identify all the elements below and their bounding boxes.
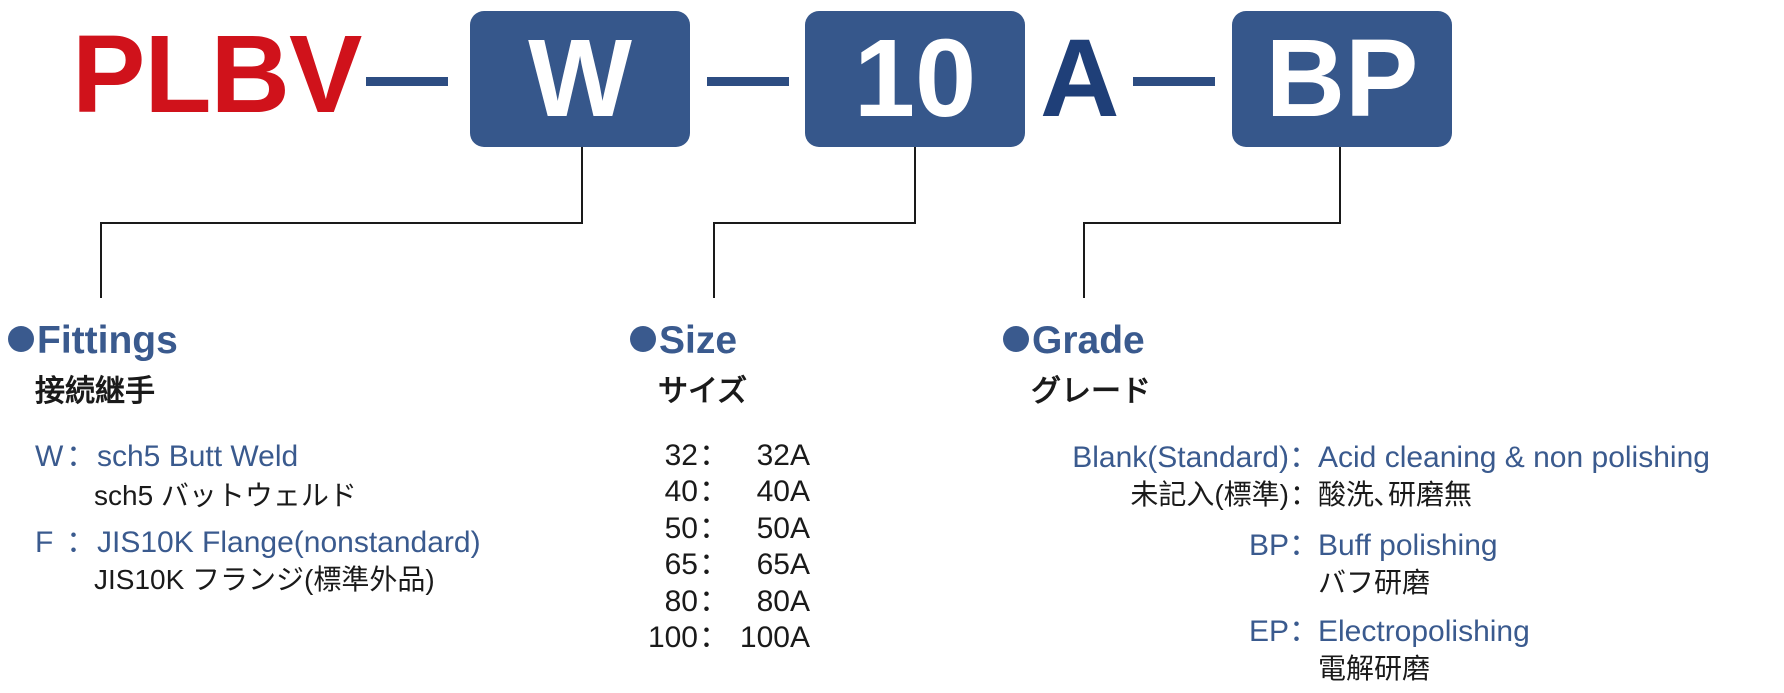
size-sep: ： bbox=[699, 475, 729, 508]
grade-title: Grade bbox=[1003, 318, 1145, 364]
code-separator-1 bbox=[366, 77, 448, 86]
size-sep: ： bbox=[699, 621, 729, 654]
grade-option-sep: ： bbox=[1289, 479, 1318, 510]
size-row: 40： 40A bbox=[630, 474, 810, 510]
grade-connector-lead bbox=[1083, 222, 1085, 298]
grade-option-en: Buff polishing bbox=[1318, 529, 1498, 562]
grade-option-en: Electropolishing bbox=[1318, 615, 1530, 648]
size-connector-lead bbox=[713, 222, 715, 298]
grade-option-ja: 電解研磨 bbox=[1318, 653, 1431, 684]
fittings-option-sep: ： bbox=[66, 440, 96, 473]
size-value: 50A bbox=[756, 512, 810, 545]
size-title: Size bbox=[630, 318, 737, 364]
size-value: 40A bbox=[756, 475, 810, 508]
fittings-title: Fittings bbox=[8, 318, 178, 364]
size-code-box: 10 bbox=[805, 11, 1025, 147]
bullet-icon bbox=[630, 326, 656, 352]
size-connector-horizontal bbox=[713, 222, 916, 224]
size-value: 80A bbox=[756, 585, 810, 618]
size-value: 100A bbox=[739, 621, 810, 654]
size-code: 80 bbox=[664, 585, 698, 618]
fittings-option-f-ja: JIS10K フランジ(標準外品) bbox=[94, 564, 435, 595]
size-code: 50 bbox=[664, 512, 698, 545]
size-row: 32： 32A bbox=[630, 438, 810, 474]
fittings-option-en: sch5 Butt Weld bbox=[97, 440, 299, 473]
grade-option-sep: ： bbox=[1289, 441, 1319, 474]
grade-title-ja: グレード bbox=[1031, 375, 1151, 408]
fittings-option-sep: ： bbox=[66, 526, 96, 559]
size-row: 100： 100A bbox=[630, 620, 810, 656]
fittings-option-w: W：sch5 Butt Weld bbox=[35, 439, 298, 475]
fittings-connector-lead bbox=[100, 222, 102, 298]
size-value: 65A bbox=[756, 548, 810, 581]
fittings-option-w-ja: sch5 バットウェルド bbox=[94, 480, 357, 511]
size-code: 32 bbox=[664, 439, 698, 472]
grade-connector-drop bbox=[1339, 147, 1341, 224]
size-suffix: A bbox=[1040, 17, 1120, 140]
size-row: 50： 50A bbox=[630, 511, 810, 547]
fittings-connector-horizontal bbox=[100, 222, 583, 224]
size-connector-drop bbox=[914, 147, 916, 224]
code-separator-3 bbox=[1133, 77, 1215, 86]
fittings-option-key: W bbox=[35, 440, 64, 473]
grade-option-key-ja: 未記入(標準) bbox=[1130, 479, 1289, 510]
size-code: 65 bbox=[664, 548, 698, 581]
grade-option-sep: ： bbox=[1289, 529, 1319, 562]
grade-connector-horizontal bbox=[1083, 222, 1341, 224]
size-code: 40 bbox=[664, 475, 698, 508]
grade-option-key: BP bbox=[1248, 529, 1289, 562]
size-title-ja: サイズ bbox=[658, 375, 748, 408]
fittings-title-text: Fittings bbox=[37, 319, 178, 362]
size-code: 100 bbox=[647, 621, 698, 654]
grade-option-en: Acid cleaning & non polishing bbox=[1318, 441, 1710, 474]
fittings-option-f: F ：JIS10K Flange(nonstandard) bbox=[35, 525, 481, 561]
fittings-title-ja: 接続継手 bbox=[35, 375, 155, 408]
fittings-connector-drop bbox=[581, 147, 583, 224]
code-separator-2 bbox=[707, 77, 789, 86]
size-row: 65： 65A bbox=[630, 547, 810, 583]
size-sep: ： bbox=[699, 512, 729, 545]
grade-option-key: EP bbox=[1248, 615, 1289, 648]
grade-option-ja: バフ研磨 bbox=[1318, 567, 1431, 598]
size-sep: ： bbox=[699, 439, 729, 472]
bullet-icon bbox=[8, 326, 34, 352]
grade-code-box: BP bbox=[1232, 11, 1452, 147]
size-title-text: Size bbox=[659, 319, 738, 362]
bullet-icon bbox=[1003, 326, 1029, 352]
size-value: 32A bbox=[756, 439, 810, 472]
fittings-option-key: F bbox=[35, 526, 54, 559]
fittings-code-box: W bbox=[470, 11, 690, 147]
grade-option-key: Blank(Standard) bbox=[1072, 441, 1289, 474]
size-row: 80： 80A bbox=[630, 584, 810, 620]
fittings-option-en: JIS10K Flange(nonstandard) bbox=[97, 526, 481, 559]
grade-title-text: Grade bbox=[1032, 319, 1145, 362]
model-prefix: PLBV bbox=[72, 13, 362, 136]
size-sep: ： bbox=[699, 548, 729, 581]
size-sep: ： bbox=[699, 585, 729, 618]
grade-option-sep: ： bbox=[1289, 615, 1319, 648]
grade-option-ja: 酸洗､研磨無 bbox=[1318, 479, 1473, 510]
